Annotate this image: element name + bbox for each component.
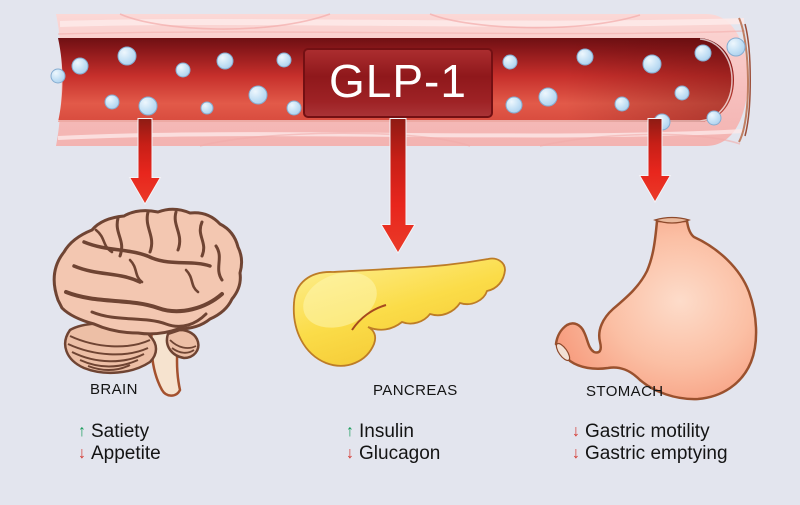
decrease-arrow-icon: ↓: [572, 444, 580, 462]
brain-illustration: [52, 207, 244, 397]
glp1-molecule: [200, 101, 214, 115]
brain-label: BRAIN: [90, 381, 138, 398]
effect-insulin: ↑ Insulin: [346, 421, 440, 442]
glp1-molecule: [248, 85, 268, 105]
glp1-molecule: [502, 54, 518, 70]
pancreas-label: PANCREAS: [373, 382, 458, 399]
glp1-molecule: [71, 57, 89, 75]
effect-label: Appetite: [91, 442, 161, 464]
arrow-to-stomach: [638, 118, 672, 203]
effect-label: Insulin: [359, 420, 414, 442]
glp1-molecule: [505, 96, 523, 114]
pancreas-effects: ↑ Insulin ↓ Glucagon: [346, 421, 440, 464]
stomach-illustration: [554, 216, 758, 401]
effect-label: Satiety: [91, 420, 150, 442]
glp1-molecule: [674, 85, 690, 101]
glp1-molecule: [138, 96, 158, 116]
arrow-to-pancreas: [380, 118, 416, 254]
glp1-molecule: [538, 87, 558, 107]
cerebrum: [52, 207, 244, 336]
effect-label: Gastric emptying: [585, 442, 728, 464]
effect-satiety: ↑ Satiety: [78, 421, 161, 442]
pancreas-crease: [351, 304, 387, 331]
effect-label: Gastric motility: [585, 420, 710, 442]
glp1-molecule: [216, 52, 234, 70]
vessel-end-rim: [738, 17, 749, 143]
cerebellum: [64, 322, 200, 374]
brain-effects: ↑ Satiety ↓ Appetite: [78, 421, 161, 464]
effect-gastric-emptying: ↓ Gastric emptying: [572, 443, 728, 464]
increase-arrow-icon: ↑: [78, 422, 86, 440]
pancreas-illustration: [292, 257, 506, 367]
stomach-effects: ↓ Gastric motility ↓ Gastric emptying: [572, 421, 728, 464]
brain-sulci: [64, 210, 224, 328]
effect-gastric-motility: ↓ Gastric motility: [572, 421, 728, 442]
duodenum-rim: [555, 342, 571, 362]
glp1-molecule: [104, 94, 120, 110]
pancreas-highlight: [303, 272, 377, 328]
glp1-molecules: [50, 37, 746, 131]
glp1-molecule: [175, 62, 191, 78]
effect-glucagon: ↓ Glucagon: [346, 443, 440, 464]
esophagus-rim: [653, 216, 691, 224]
stomach-label: STOMACH: [586, 383, 664, 400]
glp1-molecule: [276, 52, 292, 68]
increase-arrow-icon: ↑: [346, 422, 354, 440]
vessel-end-edge: [744, 23, 751, 137]
flow-arrows: [128, 118, 672, 254]
glp1-molecule: [286, 100, 302, 116]
glp1-label: GLP-1: [329, 55, 467, 107]
decrease-arrow-icon: ↓: [78, 444, 86, 462]
glp1-molecule: [642, 54, 662, 74]
glp1-molecule: [576, 48, 594, 66]
glp1-molecule: [117, 46, 137, 66]
glp1-molecule: [726, 37, 746, 57]
arrow-to-brain: [128, 118, 162, 205]
decrease-arrow-icon: ↓: [572, 422, 580, 440]
glp1-molecule: [706, 110, 722, 126]
stomach-body: [554, 219, 758, 401]
glp1-molecule: [694, 44, 712, 62]
effect-appetite: ↓ Appetite: [78, 443, 161, 464]
decrease-arrow-icon: ↓: [346, 444, 354, 462]
glp1-label-box: GLP-1: [303, 48, 493, 118]
glp1-molecule: [614, 96, 630, 112]
glp1-molecule: [50, 68, 66, 84]
effect-label: Glucagon: [359, 442, 441, 464]
